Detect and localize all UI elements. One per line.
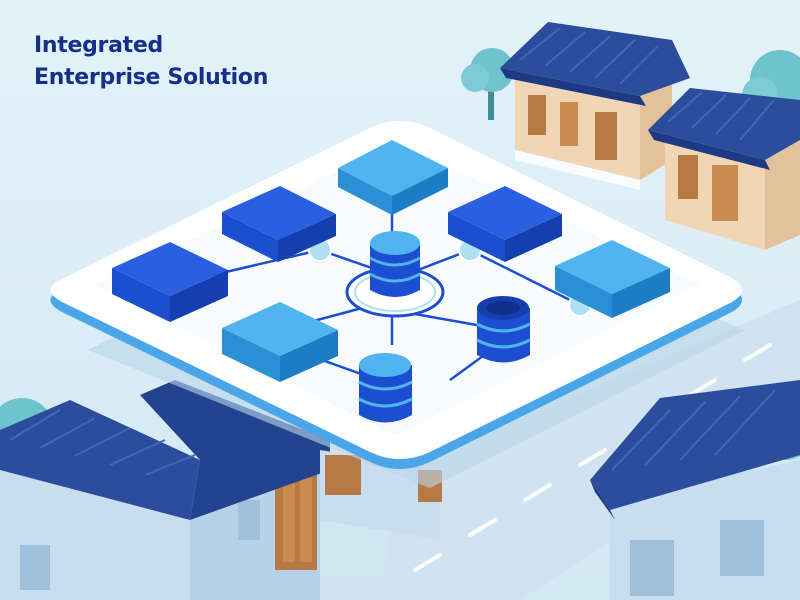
database-icon — [345, 231, 445, 318]
database-icon — [358, 353, 413, 423]
house-icon — [0, 380, 330, 600]
tree-icon — [461, 48, 514, 120]
house-icon — [590, 380, 800, 600]
title-line-1: Integrated — [34, 33, 163, 58]
server-block-icon — [555, 240, 670, 318]
server-block-icon — [448, 186, 562, 262]
page-title: Integrated Enterprise Solution — [34, 30, 268, 94]
server-block-icon — [112, 242, 228, 322]
server-block-icon — [222, 186, 336, 262]
server-block-icon — [222, 302, 338, 382]
database-icon — [476, 296, 531, 363]
server-block-icon — [338, 140, 448, 215]
house-icon — [500, 22, 690, 190]
title-line-2: Enterprise Solution — [34, 65, 269, 90]
house-icon — [648, 88, 800, 250]
